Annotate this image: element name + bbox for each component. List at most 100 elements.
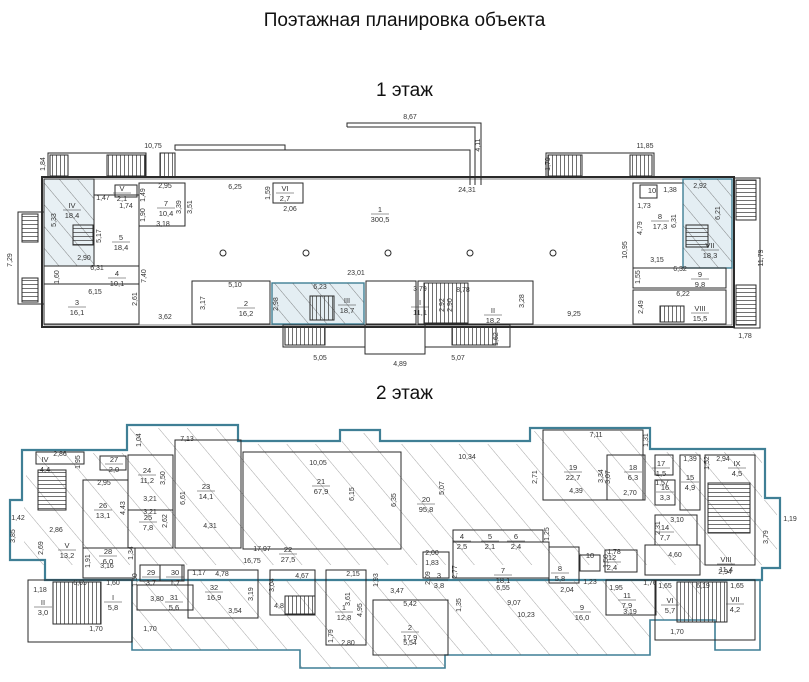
room-label: 117,9 bbox=[618, 591, 636, 610]
room-area: 6,0 bbox=[103, 557, 113, 566]
dimension-label: 4,31 bbox=[203, 523, 217, 530]
room-area: 11,4 bbox=[719, 565, 733, 574]
room-label: 112,8 bbox=[335, 603, 353, 622]
room-IV bbox=[35, 451, 85, 465]
dimension-label: 2,04 bbox=[560, 587, 574, 594]
room-area: 10,1 bbox=[110, 279, 125, 288]
room-number: 29 bbox=[147, 568, 155, 577]
dimension-label: 1,50 bbox=[132, 573, 139, 587]
room-number: 30 bbox=[171, 568, 179, 577]
dimension-label: 1,23 bbox=[583, 579, 597, 586]
room-label: II3,0 bbox=[34, 598, 52, 617]
dimension-label: 1,70 bbox=[89, 626, 103, 633]
dimension-label: 1,70 bbox=[143, 626, 157, 633]
room-area: 4,2 bbox=[730, 605, 740, 614]
room-7 bbox=[138, 182, 186, 227]
room-area: 4,9 bbox=[685, 483, 695, 492]
room-number: 8 bbox=[658, 212, 662, 221]
room-label: 122,4 bbox=[603, 553, 621, 572]
room-number: 9 bbox=[580, 603, 584, 612]
dimension-label: 11,85 bbox=[637, 143, 654, 150]
room-area: 13,1 bbox=[96, 511, 111, 520]
room-label: 52,1 bbox=[481, 532, 499, 551]
room-area: 3,8 bbox=[434, 581, 444, 590]
room-number: 3 bbox=[437, 571, 441, 580]
dimension-label: 3,16 bbox=[100, 563, 114, 570]
room-16 bbox=[654, 479, 676, 506]
room-9 bbox=[632, 267, 727, 289]
room-18 bbox=[606, 454, 646, 501]
dimension-label: 3,51 bbox=[187, 200, 194, 214]
dimension-label: 3,34 bbox=[598, 469, 605, 483]
room-area: 7,8 bbox=[143, 523, 153, 532]
stairs-icon bbox=[659, 305, 685, 323]
dimension-label: 2,00 bbox=[425, 550, 439, 557]
floor2-label: 2 этаж bbox=[376, 383, 433, 404]
dimension-label: 6,21 bbox=[715, 206, 722, 220]
stairs-icon bbox=[676, 581, 728, 623]
room-31 bbox=[136, 584, 194, 611]
dimension-label: 2,80 bbox=[341, 640, 355, 647]
dimension-label: 1,62 bbox=[493, 332, 500, 346]
dimension-label: 17,97 bbox=[253, 546, 271, 553]
dimension-label: 1,39 bbox=[683, 456, 697, 463]
room-15 bbox=[679, 454, 701, 511]
stair-core-left bbox=[27, 579, 133, 643]
dimension-label: 7,40 bbox=[141, 269, 148, 283]
dimension-label: 2,94 bbox=[716, 456, 730, 463]
dimension-label: 1,73 bbox=[637, 203, 651, 210]
dimension-label: 1,49 bbox=[140, 188, 147, 202]
room-area: 15,5 bbox=[693, 314, 708, 323]
room-area: 7,9 bbox=[622, 601, 632, 610]
room-area: 16,1 bbox=[70, 308, 85, 317]
dimension-label: 1,78 bbox=[607, 549, 621, 556]
room-number: VIII bbox=[720, 555, 731, 564]
dimension-label: 1,52 bbox=[704, 456, 711, 470]
dimension-label: 7,11 bbox=[589, 432, 602, 439]
stairs-icon bbox=[284, 595, 316, 615]
dimension-label: 3,21 bbox=[143, 496, 157, 503]
dimension-label: 1,47 bbox=[96, 195, 110, 202]
stairs-icon bbox=[423, 282, 469, 324]
dimension-label: 6,61 bbox=[180, 491, 187, 505]
dimension-label: 8,67 bbox=[403, 114, 417, 121]
room-label: V2,1 bbox=[113, 184, 131, 203]
room-2 bbox=[372, 599, 449, 656]
dimension-label: 5,05 bbox=[313, 355, 327, 362]
dimension-label: 1,04 bbox=[136, 433, 143, 447]
room-number: 23 bbox=[202, 482, 210, 491]
dimension-label: 4,43 bbox=[120, 501, 127, 515]
dimension-label: 6,25 bbox=[228, 184, 242, 191]
column-icon bbox=[549, 249, 557, 257]
room-area: 27,5 bbox=[281, 555, 296, 564]
room-area: 16,0 bbox=[575, 613, 590, 622]
dimension-label: 10,95 bbox=[622, 241, 629, 259]
dimension-label: 4,89 bbox=[393, 361, 407, 368]
room-label: IV4,4 bbox=[36, 455, 54, 474]
dimension-label: 3,07 bbox=[605, 470, 612, 484]
room-number: 25 bbox=[144, 513, 152, 522]
dimension-label: 1,83 bbox=[425, 560, 439, 567]
stairs-icon bbox=[707, 482, 751, 534]
room-label: 916,0 bbox=[573, 603, 591, 622]
room-number: 5 bbox=[488, 532, 492, 541]
dimension-label: 3,04 bbox=[269, 578, 276, 592]
stairs-icon bbox=[52, 581, 102, 625]
room-number: VIII bbox=[694, 304, 705, 313]
room-number: 2 bbox=[244, 299, 248, 308]
room-number: 3 bbox=[75, 298, 79, 307]
dimension-label: 3,10 bbox=[670, 517, 684, 524]
stair-core-right bbox=[654, 579, 756, 641]
room-8 bbox=[548, 546, 580, 584]
dimension-label: 24,31 bbox=[458, 187, 476, 194]
room-area: 9,8 bbox=[695, 280, 705, 289]
dimension-label: 1,76 bbox=[643, 580, 657, 587]
dimension-label: 4,39 bbox=[569, 488, 583, 495]
room-area: 16,9 bbox=[207, 593, 222, 602]
dimension-label: 2,69 bbox=[38, 541, 45, 555]
room-label: 147,7 bbox=[656, 523, 674, 542]
room-area: 10,4 bbox=[159, 209, 174, 218]
